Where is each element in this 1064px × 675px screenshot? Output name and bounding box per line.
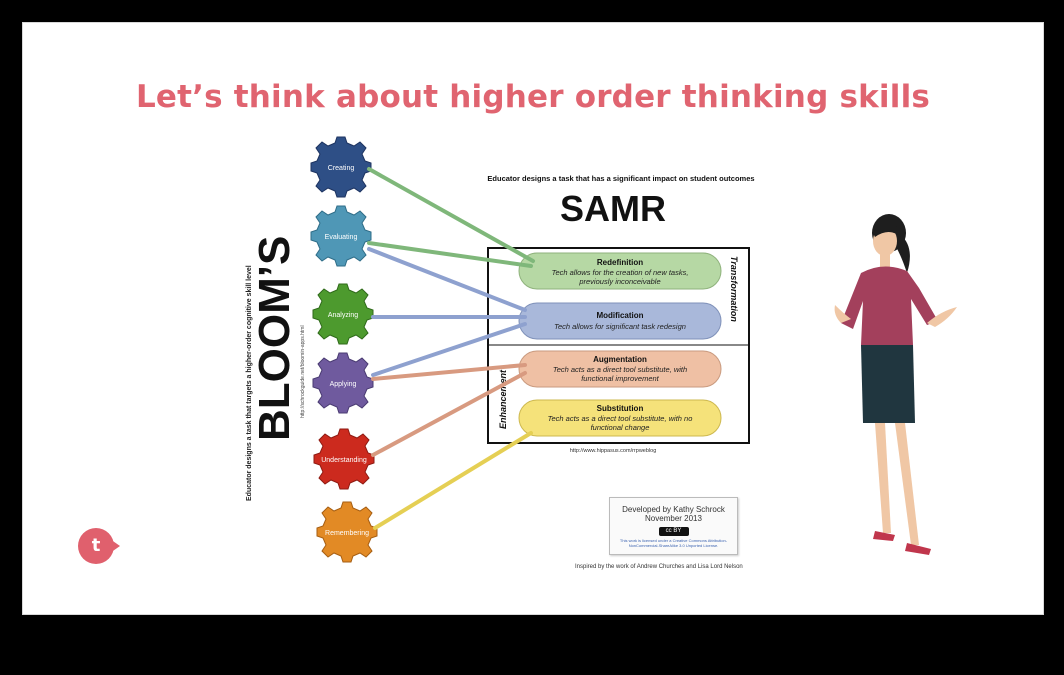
blooms-heading: BLOOM’S [250, 236, 299, 441]
license-text: This work is licensed under a Creative C… [619, 538, 728, 548]
gear-label: Evaluating [325, 234, 358, 241]
gear-label: Analyzing [328, 312, 358, 319]
gear-label: Remembering [325, 530, 369, 537]
samr-level-redefinition: Redefinition Tech allows for the creatio… [518, 252, 722, 290]
gear-understanding: Understanding [313, 428, 375, 490]
brand-logo: t [78, 528, 120, 564]
samr-url: http://www.hippasus.com/rrpweblog [570, 448, 657, 454]
gear-applying: Applying [312, 352, 374, 414]
blooms-url: http://schrockguide.net/bloomin-apps.htm… [300, 325, 306, 418]
level-title: Substitution [597, 404, 644, 413]
gear-icon [312, 283, 374, 345]
blooms-samr-diagram: BLOOM’S http://schrockguide.net/bloomin-… [246, 136, 957, 563]
level-desc: Tech allows for significant task redesig… [554, 322, 686, 331]
level-desc: Tech acts as a direct tool substitute, w… [553, 365, 687, 374]
credit-line-1: Developed by Kathy Schrock [622, 505, 725, 514]
samr-level-modification: Modification Tech allows for significant… [518, 302, 722, 340]
level-desc: Tech allows for the creation of new task… [552, 268, 689, 277]
logo-letter: t [91, 535, 101, 556]
gear-label: Applying [330, 381, 357, 388]
gear-remembering: Remembering [316, 501, 378, 563]
gear-creating: Creating [310, 136, 372, 198]
gear-icon [310, 136, 372, 198]
blooms-side-caption: Educator designs a task that targets a h… [246, 265, 253, 501]
samr-top-caption: Educator designs a task that has a signi… [487, 174, 754, 183]
samr-heading: SAMR [560, 188, 666, 229]
transformation-label: Transformation [729, 256, 739, 322]
presenter-illustration [834, 214, 957, 555]
gear-icon [316, 501, 378, 563]
gear-label: Creating [328, 165, 355, 172]
enhancement-label: Enhancement [498, 369, 508, 429]
gear-analyzing: Analyzing [312, 283, 374, 345]
level-desc: previously inconceivable [578, 277, 660, 286]
level-desc: Tech acts as a direct tool substitute, w… [548, 414, 693, 423]
gear-icon [313, 428, 375, 490]
gear-label: Understanding [321, 457, 367, 464]
level-title: Augmentation [593, 355, 647, 364]
slide-title: Let’s think about higher order thinking … [135, 79, 931, 115]
gear-icon [310, 205, 372, 267]
inspired-caption: Inspired by the work of Andrew Churches … [575, 564, 743, 570]
level-title: Redefinition [597, 258, 643, 267]
cc-license-badge: cc BY [658, 527, 689, 536]
level-title: Modification [596, 311, 643, 320]
gear-evaluating: Evaluating [310, 205, 372, 267]
gear-icon [312, 352, 374, 414]
samr-level-augmentation: Augmentation Tech acts as a direct tool … [518, 350, 722, 388]
level-desc: functional change [591, 423, 650, 432]
samr-level-substitution: Substitution Tech acts as a direct tool … [518, 399, 722, 437]
connection-arrows [367, 167, 535, 530]
level-desc: functional improvement [581, 374, 659, 383]
credit-box: Developed by Kathy Schrock November 2013… [609, 497, 738, 555]
slide: Let’s think about higher order thinking … [22, 22, 1044, 615]
credit-line-2: November 2013 [645, 514, 702, 523]
